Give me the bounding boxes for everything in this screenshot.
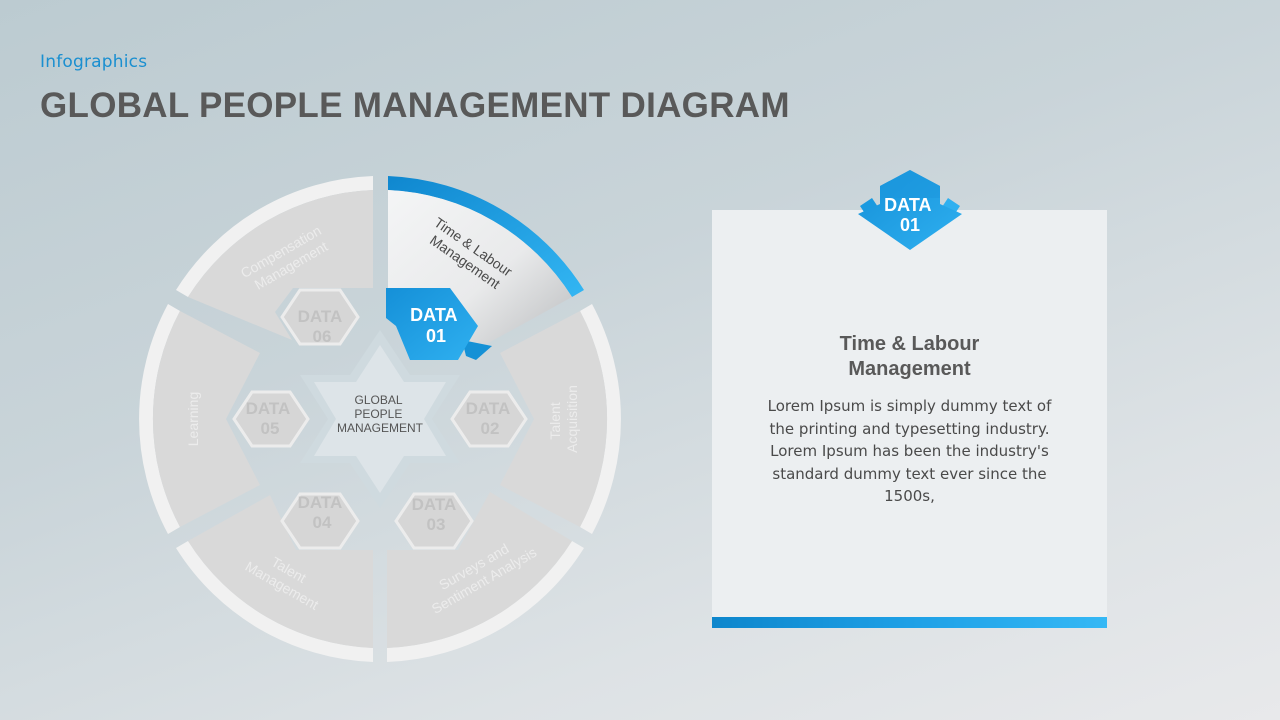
panel-body-text: Lorem Ipsum is simply dummy text of the … [767,397,1052,505]
panel-heading: Time & Labour Management [839,333,980,380]
page-title: GLOBAL PEOPLE MANAGEMENT DIAGRAM [40,86,790,125]
panel-accent-bar [712,617,1107,628]
svg-text:DATA 06: DATA 06 [298,307,347,346]
detail-panel: Time & Labour Management Lorem Ipsum is … [712,210,1107,628]
badge-data-05[interactable]: DATA 05 [232,390,310,448]
badge-data-06[interactable]: DATA 06 [280,288,360,346]
svg-text:DATA 02: DATA 02 [466,399,515,438]
svg-text:DATA 01: DATA 01 [410,305,462,346]
svg-text:DATA 01: DATA 01 [884,195,936,235]
badge-data-03[interactable]: DATA 03 [394,492,474,550]
svg-text:DATA 04: DATA 04 [298,493,347,532]
svg-text:DATA 05: DATA 05 [246,399,295,438]
segment-5[interactable]: Learning [139,304,260,534]
badge-data-04[interactable]: DATA 04 [280,492,360,550]
segment-2[interactable]: Talent Acquisition [500,304,621,534]
svg-text:GLOBAL PEOPLE MANA: GLOBAL PEOPLE MANAGEMENT [337,393,424,435]
badge-data-01-active[interactable]: DATA 01 [386,288,492,360]
center-label: GLOBAL [355,393,403,407]
segment-label: Talent Acquisition [547,385,580,453]
subtitle: Infographics [40,52,148,72]
segment-6[interactable]: Compensation Management [176,176,373,340]
segment-1-active[interactable]: Time & Labour Management [388,176,584,352]
svg-text:DATA 03: DATA 03 [412,495,461,534]
badge-data-02[interactable]: DATA 02 [450,390,528,448]
center-hub: GLOBAL PEOPLE MANAGEMENT [300,330,460,508]
segment-3[interactable]: Surveys and Sentiment Analysis [387,492,584,662]
segment-label: Learning [185,392,201,447]
segment-4[interactable]: Talent Management [176,495,373,662]
panel-data-badge: DATA 01 [858,170,962,250]
